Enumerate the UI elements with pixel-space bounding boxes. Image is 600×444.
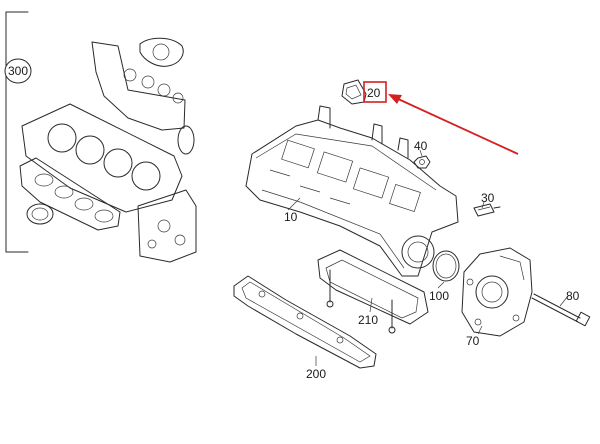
callout-300: 300	[8, 64, 28, 78]
o-ring	[177, 125, 195, 155]
sensor-part-30	[473, 203, 501, 217]
o-ring-part-100	[432, 250, 460, 282]
nut-part-40	[413, 155, 431, 169]
timing-cover-gasket	[137, 189, 197, 263]
throttle-bore	[401, 235, 435, 269]
throttle-housing-part-70	[461, 247, 533, 337]
highlight-box-20	[363, 81, 387, 103]
seal-part-20	[341, 79, 367, 105]
gasket-part-200	[233, 275, 377, 369]
gasket-set-bracket	[4, 11, 32, 253]
callout-80: 80	[566, 289, 580, 303]
seal-ring	[26, 203, 54, 225]
callout-200: 200	[306, 367, 326, 381]
callout-70: 70	[466, 334, 480, 348]
callout-20: 20	[367, 86, 381, 100]
callout-100: 100	[429, 289, 449, 303]
gasket-set-300	[19, 37, 197, 263]
gasket-plate-part-210	[317, 249, 429, 334]
intake-manifold-gasket	[19, 157, 121, 231]
leader-lines	[287, 149, 569, 366]
manifold-part-10	[245, 105, 459, 277]
callout-30: 30	[481, 191, 495, 205]
valve-cover-gasket	[91, 41, 186, 131]
bolt-part-80	[531, 293, 591, 327]
callout-40: 40	[414, 139, 428, 153]
callout-10: 10	[284, 210, 298, 224]
cylinder-head-gasket	[21, 103, 183, 213]
callout-210: 210	[358, 313, 378, 327]
highlight-arrow	[388, 94, 519, 155]
flange-gasket	[139, 37, 184, 67]
callout-circle-300	[4, 58, 32, 84]
